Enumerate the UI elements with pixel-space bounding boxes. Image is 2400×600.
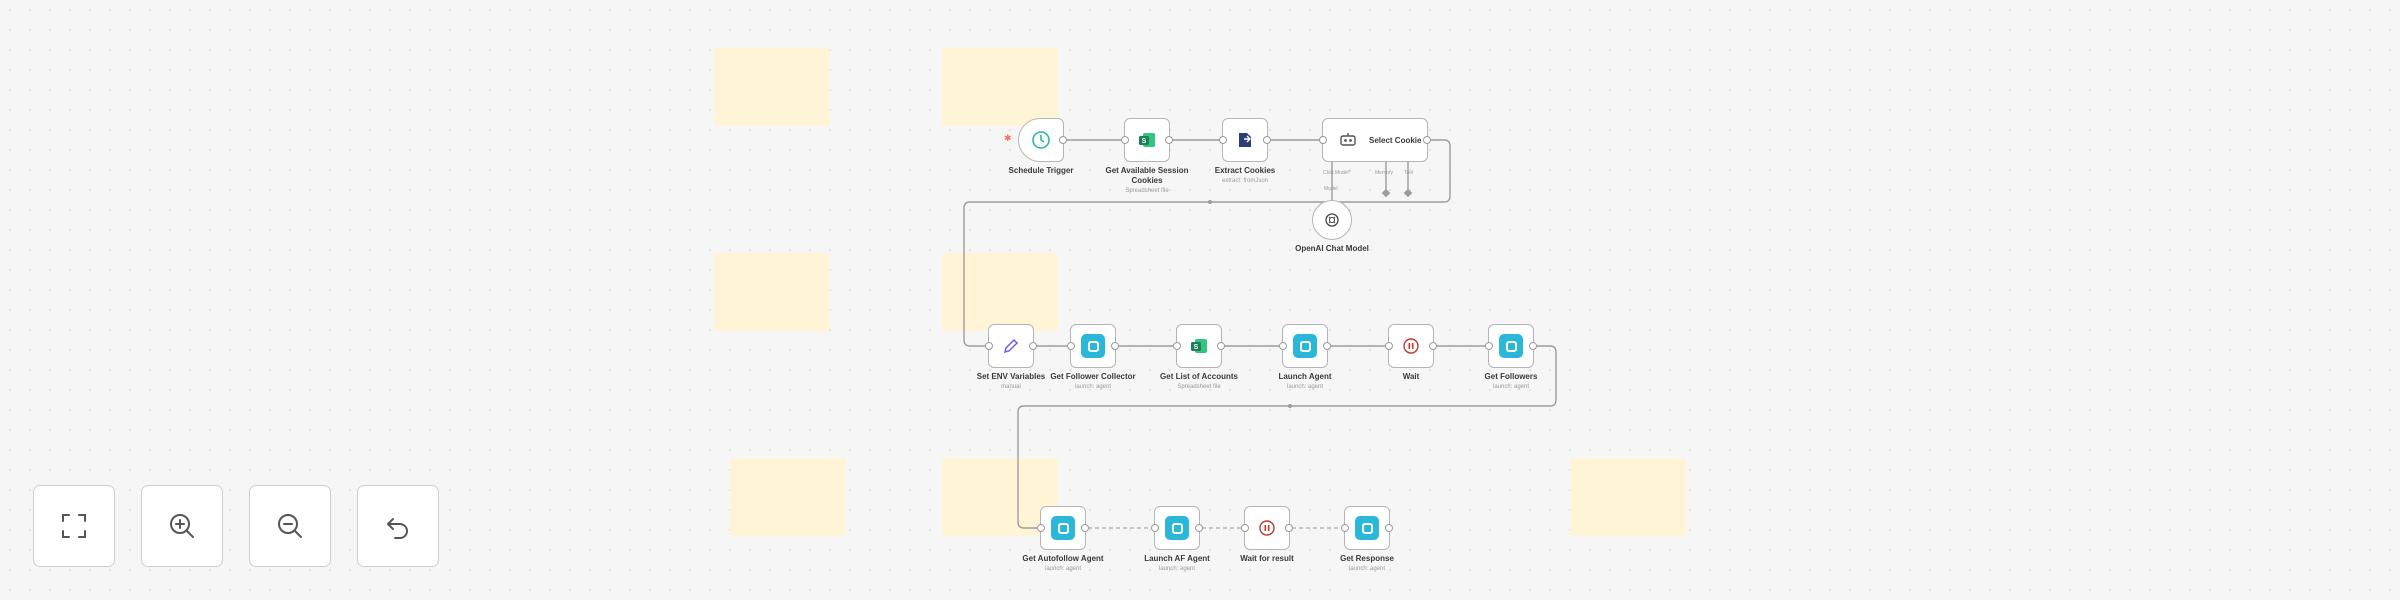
- input-port[interactable]: [1037, 524, 1045, 532]
- node-wait[interactable]: [1385, 324, 1437, 368]
- node-label: Select Cookie: [1369, 135, 1422, 145]
- input-port[interactable]: [1173, 342, 1181, 350]
- port-label-chat-model: Chat Model*: [1323, 170, 1351, 176]
- node-openai-chat-model[interactable]: [1312, 200, 1352, 240]
- pencil-icon: [998, 333, 1024, 359]
- port-label-memory: Memory: [1375, 170, 1394, 176]
- sheets-icon: S: [1134, 127, 1160, 153]
- node-schedule-trigger[interactable]: [1018, 118, 1067, 162]
- phantom-icon: [1051, 516, 1075, 540]
- input-port[interactable]: [1067, 342, 1075, 350]
- node-select-cookie[interactable]: Select Cookie: [1319, 118, 1431, 162]
- output-port[interactable]: [1217, 342, 1225, 350]
- output-port[interactable]: [1385, 524, 1393, 532]
- pause-icon: [1254, 515, 1280, 541]
- input-port[interactable]: [1279, 342, 1287, 350]
- sticky-note[interactable]: [942, 48, 1058, 126]
- node-launch-agent[interactable]: [1279, 324, 1331, 368]
- input-port[interactable]: [1385, 342, 1393, 350]
- zoom-out-icon: [278, 514, 302, 538]
- sticky-note[interactable]: [730, 458, 846, 536]
- output-port[interactable]: [1165, 136, 1173, 144]
- svg-text:S: S: [1142, 138, 1147, 145]
- sticky-note[interactable]: [714, 48, 830, 126]
- output-port[interactable]: [1059, 136, 1067, 144]
- sticky-note[interactable]: [1570, 458, 1686, 536]
- node-get-list-of-accounts[interactable]: S: [1173, 324, 1225, 368]
- node-set-env-variables[interactable]: [985, 324, 1037, 368]
- node-get-available-session-cookies[interactable]: S: [1121, 118, 1173, 162]
- undo-icon: [387, 518, 408, 539]
- input-port[interactable]: [1241, 524, 1249, 532]
- output-port[interactable]: [1285, 524, 1293, 532]
- port-label-model: Model: [1324, 186, 1338, 192]
- sticky-note[interactable]: [942, 253, 1058, 331]
- phantom-icon: [1499, 334, 1523, 358]
- input-port[interactable]: [1121, 136, 1129, 144]
- node-get-followers[interactable]: [1485, 324, 1537, 368]
- node-extract-cookies[interactable]: [1219, 118, 1271, 162]
- sheets-icon: S: [1186, 333, 1212, 359]
- input-port[interactable]: [1341, 524, 1349, 532]
- clock-icon: [1028, 127, 1054, 153]
- port-label-tool: Tool: [1404, 170, 1414, 176]
- openai-icon: [1319, 207, 1345, 233]
- input-port[interactable]: [1319, 136, 1327, 144]
- phantom-icon: [1165, 516, 1189, 540]
- chain-icon: [1335, 127, 1361, 153]
- zoom-in-icon: [170, 514, 194, 538]
- node-label: Schedule Trigger: [1008, 166, 1074, 175]
- zoom-out-button[interactable]: [249, 485, 331, 567]
- input-port[interactable]: [1485, 342, 1493, 350]
- output-port[interactable]: [1429, 342, 1437, 350]
- node-label: Wait: [1402, 372, 1420, 381]
- output-port[interactable]: [1081, 524, 1089, 532]
- output-port[interactable]: [1195, 524, 1203, 532]
- node-get-autofollow-agent[interactable]: [1037, 506, 1089, 550]
- phantom-icon: [1081, 334, 1105, 358]
- input-port[interactable]: [1219, 136, 1227, 144]
- output-port[interactable]: [1323, 342, 1331, 350]
- node-launch-af-agent[interactable]: [1151, 506, 1203, 550]
- node-get-follower-collector[interactable]: [1067, 324, 1119, 368]
- node-label: Wait for result: [1240, 554, 1294, 563]
- fit-view-icon: [62, 514, 86, 538]
- output-port[interactable]: [1263, 136, 1271, 144]
- fit-view-button[interactable]: [33, 485, 115, 567]
- pause-icon: [1398, 333, 1424, 359]
- trigger-marker-icon: ✱: [1004, 133, 1012, 143]
- output-port[interactable]: [1029, 342, 1037, 350]
- output-port[interactable]: [1423, 136, 1431, 144]
- input-port[interactable]: [1151, 524, 1159, 532]
- node-wait-for-result[interactable]: [1241, 506, 1293, 550]
- output-port[interactable]: [1111, 342, 1119, 350]
- input-port[interactable]: [985, 342, 993, 350]
- svg-text:S: S: [1194, 344, 1199, 351]
- extract-icon: [1232, 127, 1258, 153]
- sticky-note[interactable]: [714, 253, 830, 331]
- node-label: OpenAI Chat Model: [1295, 244, 1369, 253]
- phantom-icon: [1293, 334, 1317, 358]
- output-port[interactable]: [1529, 342, 1537, 350]
- phantom-icon: [1355, 516, 1379, 540]
- sticky-note[interactable]: [942, 458, 1058, 536]
- zoom-in-button[interactable]: [141, 485, 223, 567]
- node-get-response[interactable]: [1341, 506, 1393, 550]
- reset-zoom-button[interactable]: [357, 485, 439, 567]
